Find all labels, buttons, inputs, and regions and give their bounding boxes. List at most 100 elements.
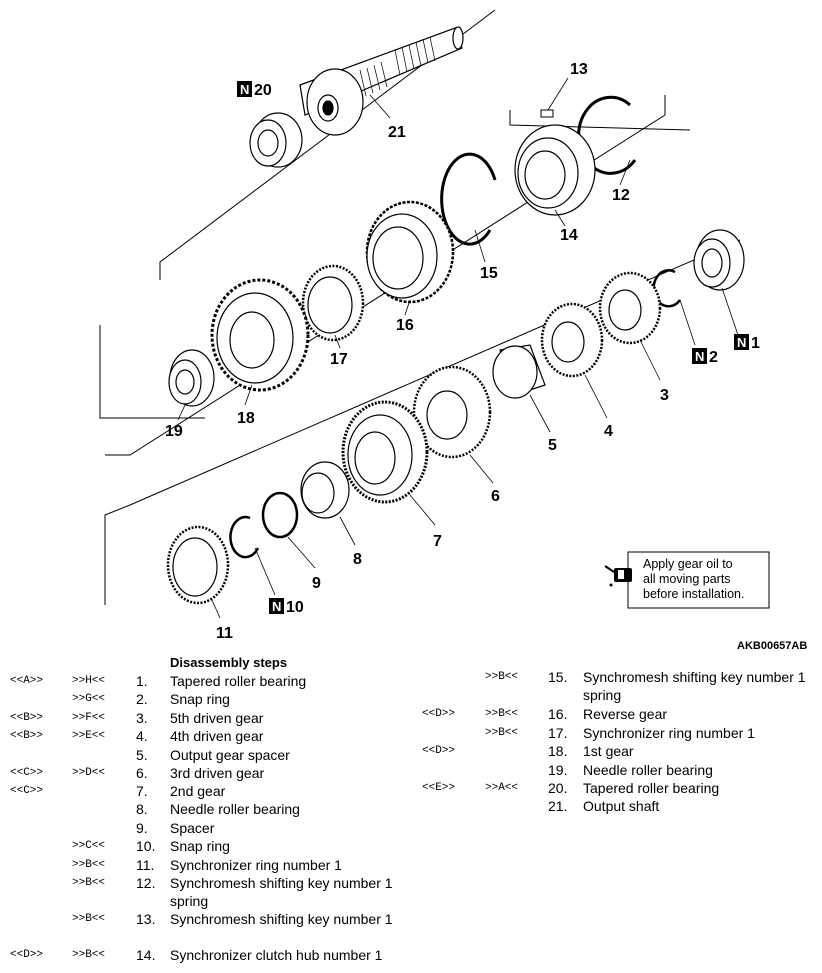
step-number: 8. [136,801,148,817]
reassembly-code-a: <<B>> [10,712,44,724]
step-name: Synchromesh shifting key number 1 [170,911,393,927]
step-number: 16. [548,706,568,722]
spacer-5-part [492,344,546,399]
reassembly-code-b: >>B<< [72,913,106,925]
bearing-1-part [693,229,745,291]
callout-3: 3 [660,387,669,404]
new-part-marker-letter: N [272,599,281,614]
spacer-9-part [261,491,299,539]
step-name: 3rd driven gear [170,765,265,781]
step-number: 6. [136,765,148,781]
callout-1: 1 [751,335,760,352]
callout-16: 16 [396,317,414,334]
step-name: Needle roller bearing [170,801,300,817]
output-shaft-part [299,26,464,136]
step-name: 1st gear [583,743,634,759]
reassembly-code-a: <<A>> [10,675,44,687]
reassembly-code-b: >>D<< [72,767,106,779]
sync-ring-11-part [166,525,230,605]
step-number: 20. [548,780,568,796]
callout-15: 15 [480,265,498,282]
step-number: 4. [136,728,148,744]
step-number: 1. [136,673,148,689]
reassembly-code-a: <<D>> [422,745,456,757]
step-number: 9. [136,820,148,836]
step-name: Synchronizer clutch hub number 1 [170,947,383,963]
reassembly-code-b: >>C<< [72,840,106,852]
step-name: Tapered roller bearing [170,673,307,689]
gear-7-part [341,400,429,504]
reassembly-code-b: >>B<< [72,859,106,871]
reassembly-code-b: >>B<< [485,727,519,739]
step-number: 17. [548,725,568,741]
reassembly-code-b: >>E<< [72,730,106,742]
sync-ring-17-part [301,264,365,342]
step-name: Spacer [170,820,215,836]
reassembly-code-a: <<C>> [10,767,44,779]
step-name: Synchromesh shifting key number 1 spring [170,875,393,909]
callout-19: 19 [165,423,183,440]
reassembly-code-a: <<E>> [422,782,456,794]
reassembly-code-a: <<B>> [10,730,44,742]
reassembly-code-a: <<D>> [422,708,456,720]
reassembly-code-b: >>A<< [485,782,519,794]
step-name: Snap ring [170,838,230,854]
step-name: Tapered roller bearing [583,780,720,796]
note-line-3: before installation. [643,587,744,601]
note-line-2: all moving parts [643,572,731,586]
step-number: 13. [136,911,156,927]
callout-14: 14 [560,227,578,244]
reassembly-code-b: >>H<< [72,675,106,687]
callout-21: 21 [388,124,406,141]
step-number: 19. [548,762,568,778]
first-gear-18-part [210,278,310,392]
callout-2: 2 [709,349,718,366]
step-name: 2nd gear [170,783,226,799]
callout-18: 18 [237,410,255,427]
callout-7: 7 [433,533,442,550]
step-number: 18. [548,743,568,759]
new-part-marker-10 [269,598,284,614]
step-name: Synchronizer ring number 1 [583,725,755,741]
figure-code: AKB00657AB [737,640,808,652]
shifting-key-13-part [540,109,554,118]
step-name: Reverse gear [583,706,668,722]
leader-lines [177,77,739,619]
step-number: 21. [548,798,568,814]
reassembly-code-b: >>B<< [485,671,519,683]
reassembly-code-b: >>G<< [72,693,106,705]
gear-6-part [412,365,492,459]
step-name: Output shaft [583,798,660,814]
callout-4: 4 [604,423,613,440]
reassembly-code-a: <<D>> [10,949,44,961]
step-name: Needle roller bearing [583,762,713,778]
snap-ring-10-part [229,515,260,559]
step-name: Synchronizer ring number 1 [170,857,342,873]
reassembly-code-a: <<C>> [10,785,44,797]
step-number: 15. [548,669,568,685]
step-name: 4th driven gear [170,728,264,744]
spring-15-part [440,152,497,246]
step-number: 14. [136,947,156,963]
callout-9: 9 [312,575,321,592]
callout-5: 5 [548,437,557,454]
reassembly-code-b: >>F<< [72,712,106,724]
steps-title: Disassembly steps [170,655,288,670]
step-number: 10. [136,838,156,854]
new-part-marker-letter: N [695,349,704,364]
reassembly-code-b: >>B<< [72,949,106,961]
new-part-marker-letter: N [737,335,746,350]
new-part-marker-1 [734,334,749,350]
reassembly-code-b: >>B<< [485,708,519,720]
reassembly-code-b: >>B<< [72,877,106,889]
step-name: Synchromesh shifting key number 1 spring [583,669,806,703]
step-number: 2. [136,691,148,707]
gear-4-part [540,302,604,378]
gear-oil-note: Apply gear oil to all moving parts befor… [604,551,770,609]
callout-17: 17 [330,351,348,368]
clutch-hub-14-part [514,124,596,216]
needle-bearing-19-part [168,349,215,407]
needle-bearing-8-part [300,461,350,519]
